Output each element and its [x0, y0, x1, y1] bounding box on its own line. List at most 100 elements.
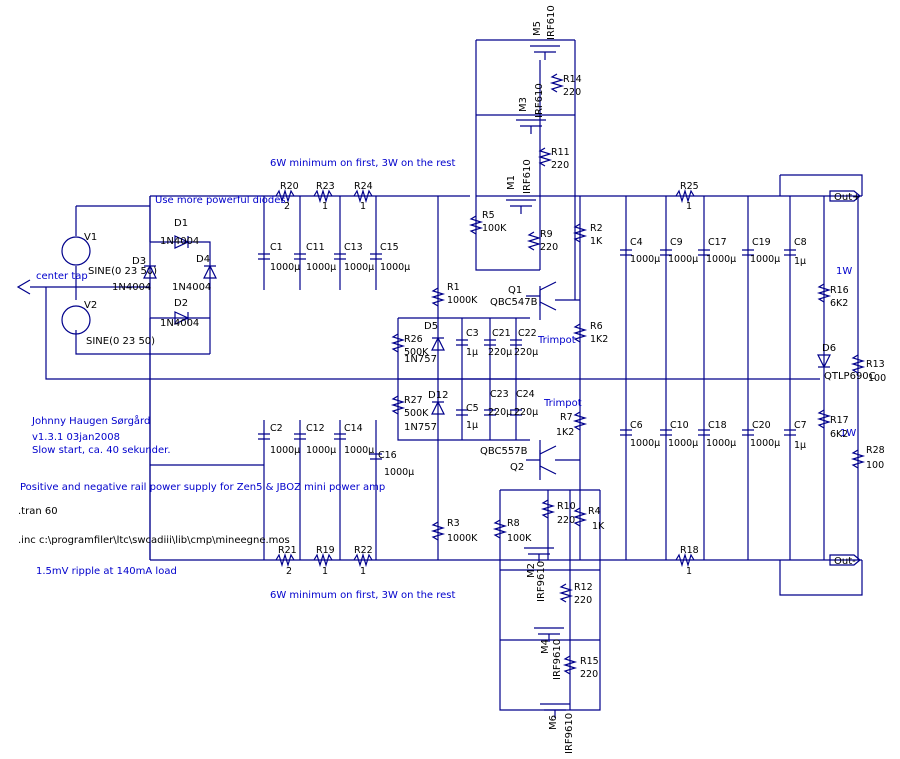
mosfet-m5-value: IRF610 — [546, 5, 557, 40]
diode-d2-ref: D2 — [174, 298, 188, 309]
resistor-r18-value: 1 — [686, 566, 692, 577]
capacitor-c11-ref: C11 — [306, 242, 325, 253]
out-plus-flag — [829, 190, 861, 202]
capacitor-c20-ref: C20 — [752, 420, 771, 431]
capacitor-c4-value: 1000µ — [630, 254, 660, 265]
power-note-bottom: 6W minimum on first, 3W on the rest — [270, 590, 456, 601]
capacitor-c15-ref: C15 — [380, 242, 399, 253]
resistor-r19-ref: R19 — [316, 545, 335, 556]
diode-d3-ref: D3 — [132, 256, 146, 267]
resistor-r11-value: 220 — [551, 160, 569, 171]
mosfet-m6-ref: M6 — [548, 715, 559, 730]
capacitor-c12-ref: C12 — [306, 423, 325, 434]
resistor-r6-ref: R6 — [590, 321, 603, 332]
capacitor-c6-ref: C6 — [630, 420, 643, 431]
description-note: Positive and negative rail power supply … — [20, 482, 385, 493]
capacitor-c7-value: 1µ — [794, 440, 806, 451]
diode-note: Use more powerful diodes — [155, 195, 286, 206]
resistor-r5-ref: R5 — [482, 210, 495, 221]
diodes: D1 1N4004 D2 1N4004 D3 1N4004 D4 1N4004 … — [112, 218, 876, 433]
resistor-r4-ref: R4 — [588, 506, 601, 517]
resistor-r17-ref: R17 — [830, 415, 849, 426]
capacitor-c18-value: 1000µ — [706, 438, 736, 449]
resistor-r2-ref: R2 — [590, 223, 603, 234]
resistor-r26-ref: R26 — [404, 334, 423, 345]
capacitor-c5-value: 1µ — [466, 420, 478, 431]
transistor-q2-value: QBC557B — [480, 446, 528, 457]
voltage-sources: V1 SINE(0 23 50) V2 SINE(0 23 50) — [61, 232, 157, 347]
resistor-r23-value: 1 — [322, 201, 328, 212]
diode-d3: D3 1N4004 — [112, 256, 157, 293]
led-d6-ref: D6 — [822, 343, 836, 354]
capacitor-c10-ref: C10 — [670, 420, 689, 431]
resistor-r8-value: 100K — [507, 533, 532, 544]
resistor-r8: R8 100K — [492, 518, 532, 544]
diode-d12-value: 1N757 — [404, 422, 437, 433]
transistor-q1-ref: Q1 — [508, 285, 522, 296]
capacitor-c17-ref: C17 — [708, 237, 727, 248]
transistors: Q1 QBC547B QBC557B Q2 — [480, 281, 557, 475]
capacitor-c19-value: 1000µ — [750, 254, 780, 265]
resistor-r3: R3 1000K — [430, 518, 478, 544]
diode-d1: D1 1N4004 — [160, 218, 199, 249]
capacitor-c12-value: 1000µ — [306, 445, 336, 456]
mosfet-m2: M2 IRF9610 — [524, 547, 554, 602]
power-note-top: 6W minimum on first, 3W on the rest — [270, 158, 456, 169]
source-v2: V2 SINE(0 23 50) — [61, 300, 155, 347]
resistor-r12-ref: R12 — [574, 582, 593, 593]
include-directive: .inc c:\programfiler\ltc\swcadiii\lib\cm… — [18, 535, 290, 546]
resistor-r16-ref: R16 — [830, 285, 849, 296]
capacitor-c14-ref: C14 — [344, 423, 363, 434]
resistor-r3-ref: R3 — [447, 518, 460, 529]
mosfet-m3-value: IRF610 — [534, 83, 545, 118]
capacitor-c5-ref: C5 — [466, 403, 479, 414]
transistor-q1: Q1 QBC547B — [490, 281, 557, 311]
mosfet-m3: M3 IRF610 — [516, 83, 546, 134]
mosfet-m1-ref: M1 — [506, 175, 517, 190]
transistor-q1-value: QBC547B — [490, 297, 538, 308]
capacitor-c3-value: 1µ — [466, 347, 478, 358]
resistor-r13-ref: R13 — [866, 359, 885, 370]
ground-symbol — [16, 279, 31, 295]
capacitor-c1-value: 1000µ — [270, 262, 300, 273]
resistor-r13-value: 100 — [868, 373, 886, 384]
source-v2-value: SINE(0 23 50) — [86, 336, 155, 347]
out-plus-label: Out+ — [834, 192, 861, 203]
resistor-r15-value: 220 — [580, 669, 598, 680]
diode-d3-value: 1N4004 — [112, 282, 151, 293]
source-v2-ref: V2 — [84, 300, 97, 311]
resistor-r4-value: 1K — [592, 521, 605, 532]
capacitor-c21-value: 220µ — [488, 347, 512, 358]
capacitor-c3-ref: C3 — [466, 328, 479, 339]
resistor-r19-value: 1 — [322, 566, 328, 577]
resistor-r8-ref: R8 — [507, 518, 520, 529]
author-note: Johnny Haugen Sørgård — [31, 414, 150, 427]
resistor-r3-value: 1000K — [447, 533, 478, 544]
capacitor-c8-value: 1µ — [794, 256, 806, 267]
resistor-r9-value: 220 — [540, 242, 558, 253]
capacitor-c17-value: 1000µ — [706, 254, 736, 265]
